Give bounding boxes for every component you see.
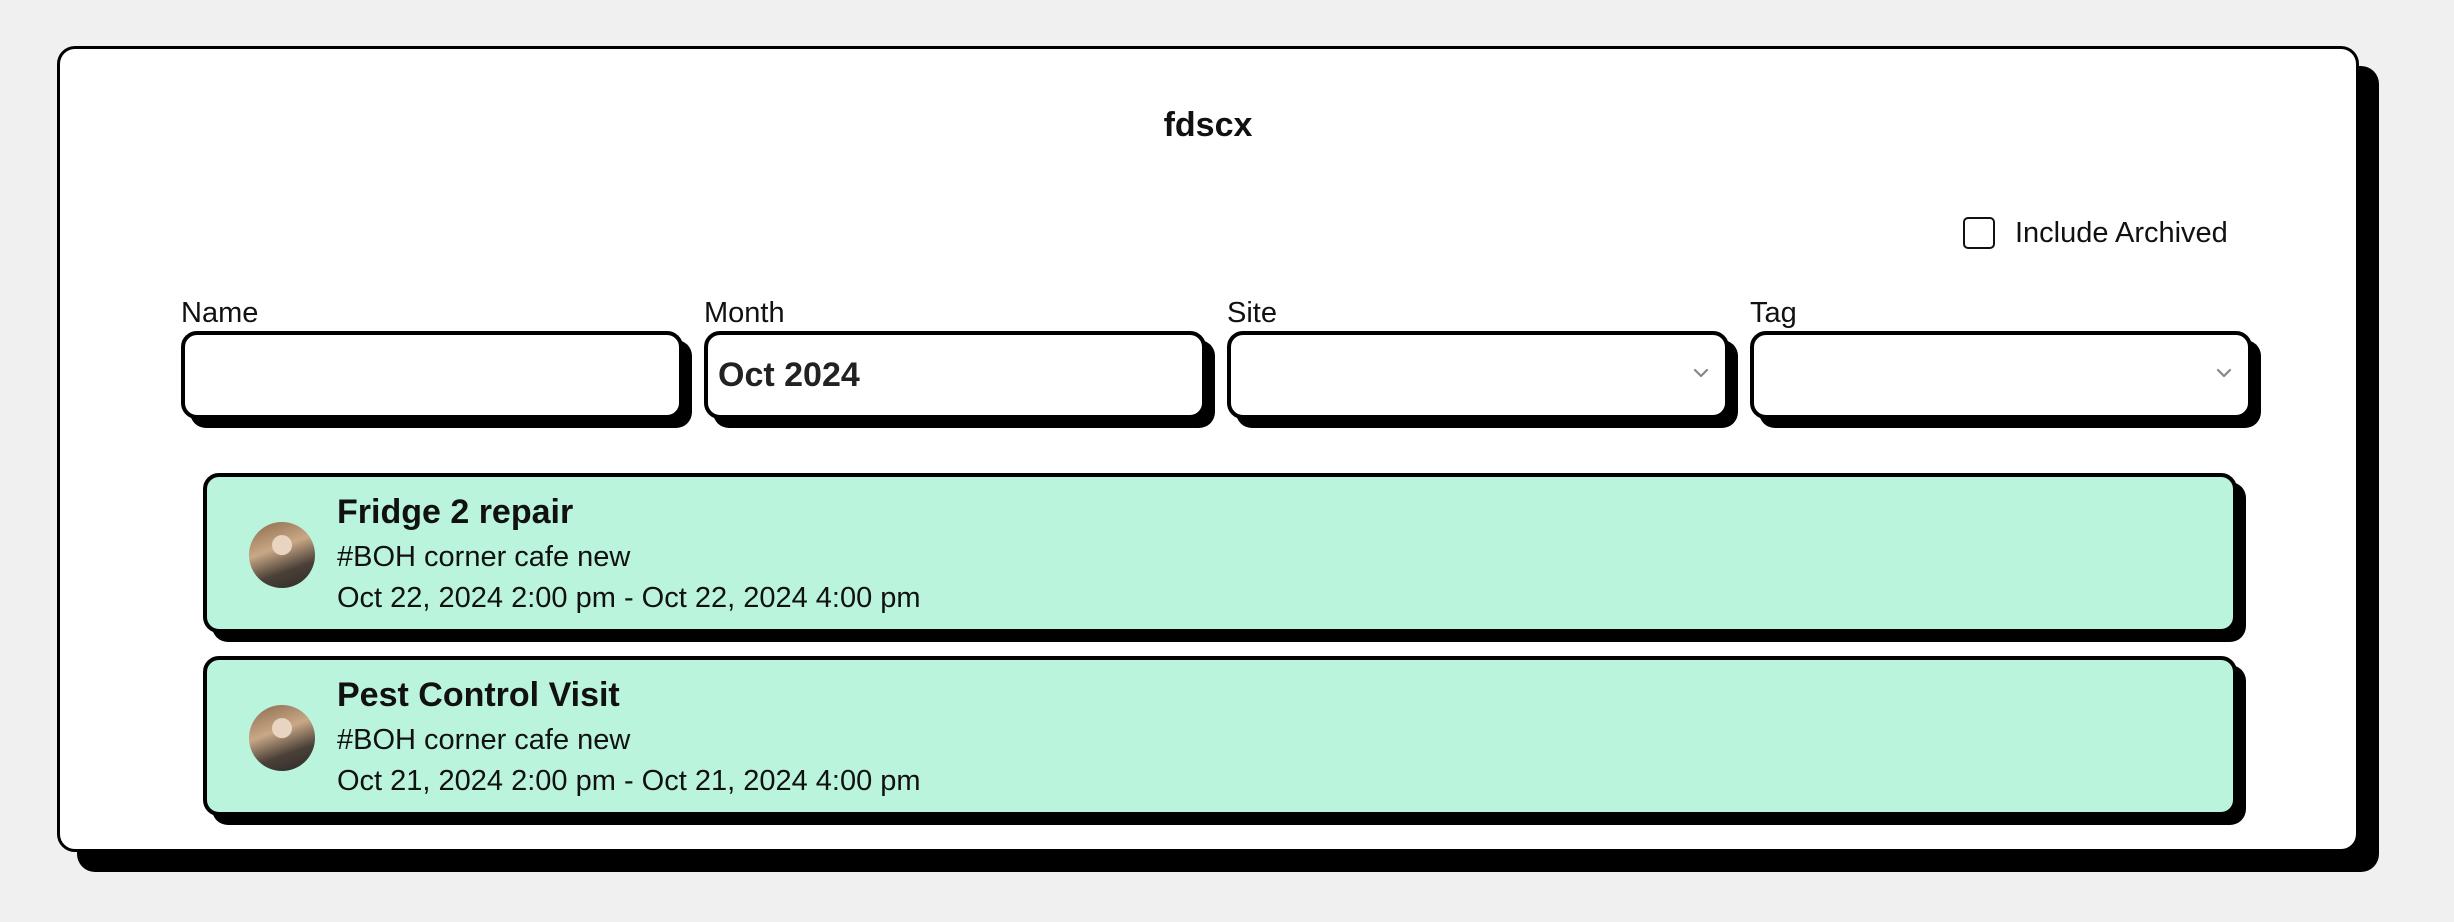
month-filter: Month Oct 2024: [704, 295, 1215, 428]
event-time: Oct 22, 2024 2:00 pm - Oct 22, 2024 4:00…: [337, 582, 921, 614]
page-title: fdscx: [1163, 106, 1253, 144]
site-filter: Site: [1227, 295, 1738, 428]
event-tag: #BOH corner cafe new: [337, 541, 631, 573]
event-time: Oct 21, 2024 2:00 pm - Oct 21, 2024 4:00…: [337, 765, 921, 797]
events-panel: fdscx Include Archived Name Month Oct 20…: [57, 46, 2359, 852]
include-archived-toggle[interactable]: Include Archived: [1963, 215, 2228, 251]
month-label: Month: [704, 297, 785, 329]
name-filter: Name: [181, 295, 692, 428]
site-select[interactable]: [1227, 331, 1729, 419]
tag-filter: Tag: [1750, 295, 2261, 428]
include-archived-checkbox[interactable]: [1963, 217, 1995, 249]
avatar: [249, 705, 315, 771]
event-card[interactable]: Fridge 2 repair #BOH corner cafe new Oct…: [203, 473, 2246, 642]
event-card-body: Pest Control Visit #BOH corner cafe new …: [203, 656, 2237, 816]
chevron-down-icon: [1693, 368, 1709, 378]
tag-select[interactable]: [1750, 331, 2252, 419]
avatar: [249, 522, 315, 588]
name-input[interactable]: [181, 331, 683, 419]
include-archived-label: Include Archived: [2015, 216, 2228, 249]
event-tag: #BOH corner cafe new: [337, 724, 631, 756]
event-card-body: Fridge 2 repair #BOH corner cafe new Oct…: [203, 473, 2237, 633]
site-label: Site: [1227, 297, 1277, 329]
event-title: Pest Control Visit: [337, 676, 620, 714]
event-title: Fridge 2 repair: [337, 493, 574, 531]
name-label: Name: [181, 297, 259, 329]
tag-label: Tag: [1750, 297, 1797, 329]
chevron-down-icon: [2216, 368, 2232, 378]
event-card[interactable]: Pest Control Visit #BOH corner cafe new …: [203, 656, 2246, 825]
month-input[interactable]: Oct 2024: [704, 331, 1206, 419]
